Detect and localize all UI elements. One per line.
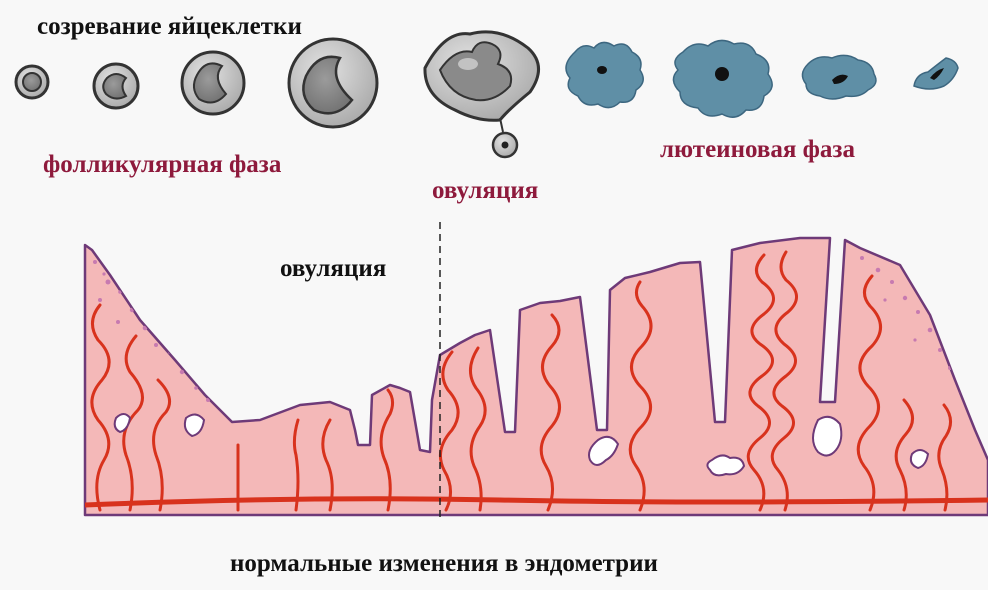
- ovulation-line-label: овуляция: [280, 255, 386, 282]
- primordial-follicle: [14, 64, 50, 100]
- released-oocyte: [491, 131, 519, 159]
- egg-maturation-label: созревание яйцеклетки: [37, 13, 302, 40]
- secondary-follicle: [180, 50, 246, 116]
- spiral-arteries: [90, 250, 952, 512]
- ruptured-follicle: [423, 30, 540, 133]
- corpus-luteum-1: [565, 41, 644, 109]
- corpus-luteum-3: [801, 54, 877, 100]
- follicular-phase-label: фолликулярная фаза: [43, 151, 282, 178]
- endometrium-body: [83, 236, 988, 517]
- endometrium-caption: нормальные изменения в эндометрии: [230, 550, 658, 577]
- basal-artery: [85, 496, 988, 508]
- corpus-albicans: [913, 57, 959, 90]
- luteal-phase-label: лютеиновая фаза: [660, 136, 855, 163]
- endometrial-glands: [113, 413, 930, 477]
- ovulation-top-label: овуляция: [432, 177, 538, 204]
- follicle-sequence: [14, 30, 959, 159]
- endometrium: [83, 236, 988, 517]
- graafian-follicle: [287, 37, 379, 129]
- corpus-luteum-2: [672, 39, 773, 118]
- primary-follicle: [92, 62, 140, 110]
